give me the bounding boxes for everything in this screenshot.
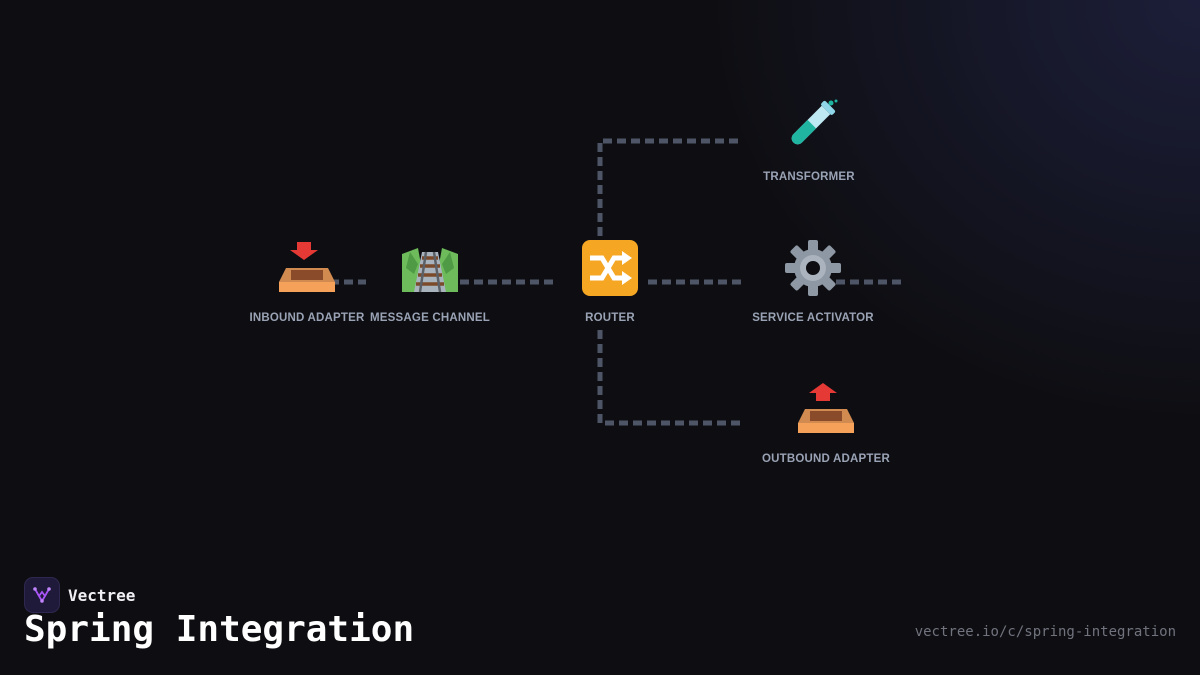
page-title: Spring Integration xyxy=(24,609,415,650)
source-url[interactable]: vectree.io/c/spring-integration xyxy=(914,624,1176,640)
shuffle-arrows-icon xyxy=(582,240,638,296)
node-label: SERVICE ACTIVATOR xyxy=(752,312,874,324)
node-router: ROUTER xyxy=(530,238,690,324)
node-label: MESSAGE CHANNEL xyxy=(370,312,490,324)
node-service-activator: SERVICE ACTIVATOR xyxy=(733,238,893,324)
railway-track-icon xyxy=(402,248,458,293)
outbox-tray-icon xyxy=(798,383,854,433)
node-transformer: TRANSFORMER xyxy=(729,97,889,183)
gear-icon xyxy=(785,240,841,296)
brand: Vectree xyxy=(24,577,135,613)
edge-router-to-outbound xyxy=(597,330,742,426)
node-message-channel: MESSAGE CHANNEL xyxy=(350,238,510,324)
node-inbound-adapter: INBOUND ADAPTER xyxy=(227,238,387,324)
vectree-logo-icon xyxy=(24,577,60,613)
node-label: OUTBOUND ADAPTER xyxy=(762,453,890,465)
edge-router-to-transformer xyxy=(597,138,742,236)
node-label: TRANSFORMER xyxy=(763,171,855,183)
inbox-tray-icon xyxy=(279,242,335,292)
brand-name: Vectree xyxy=(68,585,136,605)
node-label: INBOUND ADAPTER xyxy=(249,312,365,324)
node-label: ROUTER xyxy=(585,312,635,324)
test-tube-icon xyxy=(791,99,838,145)
node-outbound-adapter: OUTBOUND ADAPTER xyxy=(746,379,906,465)
